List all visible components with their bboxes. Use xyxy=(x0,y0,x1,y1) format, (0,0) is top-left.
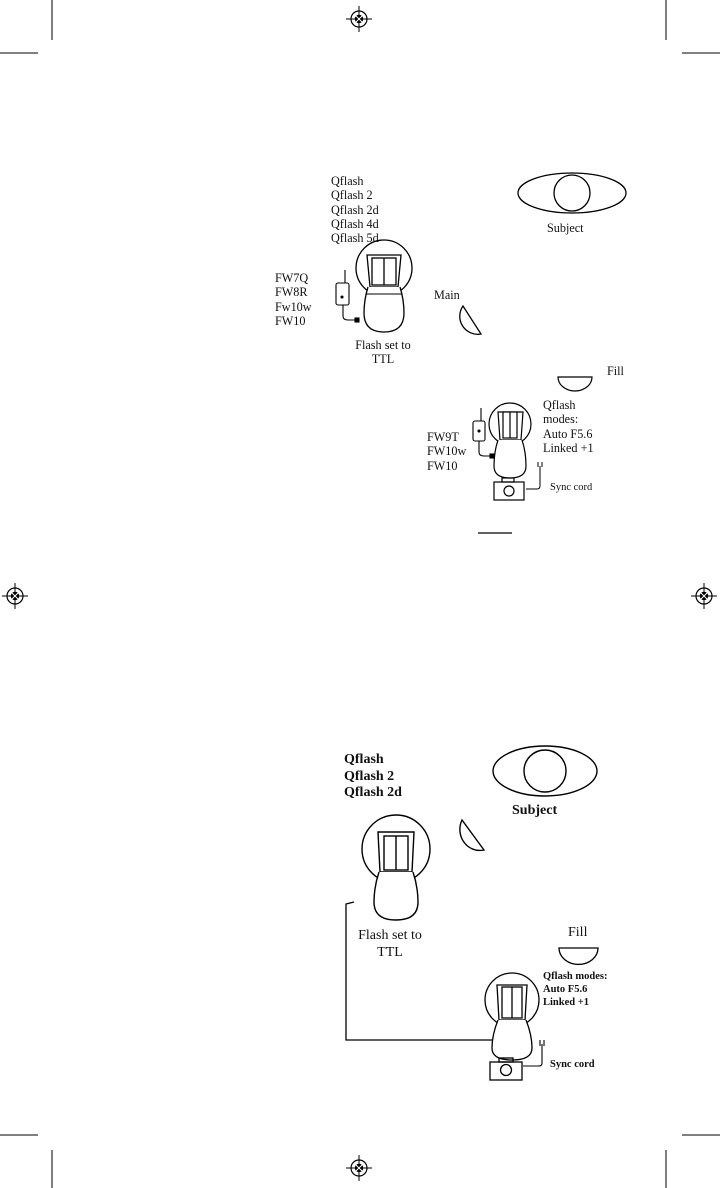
main-flash-icon-2 xyxy=(362,815,430,920)
fill-flash-icon xyxy=(489,403,531,478)
main-reflector-icon-2 xyxy=(460,820,484,850)
fill-flash-icon-2 xyxy=(485,973,539,1060)
sync-cord-label: Sync cord xyxy=(550,482,592,494)
flash-model: Qflash 2 xyxy=(331,188,379,202)
subject-icon-2 xyxy=(493,746,597,796)
fill-light-label-2: Fill xyxy=(568,925,587,942)
fill-modes-note: Qflash modes: Auto F5.6 Linked +1 xyxy=(543,398,594,455)
subject-label: Subject xyxy=(547,221,584,235)
main-flash-icon xyxy=(356,240,412,332)
fill-reflector-icon xyxy=(558,377,592,391)
registration-mark-top xyxy=(346,6,372,32)
main-reflector-icon xyxy=(460,306,481,334)
main-light-label: Main xyxy=(434,288,460,302)
fill-modes-note-2: Qflash modes: Auto F5.6 Linked +1 xyxy=(543,970,607,1009)
registration-mark-right xyxy=(691,583,717,609)
camera-icon-2 xyxy=(490,1058,522,1080)
flash-model: Qflash 4d xyxy=(331,217,379,231)
fill-reflector-icon-2 xyxy=(559,948,598,964)
receiver-model-list: FW7Q FW8R Fw10w FW10 xyxy=(275,271,312,328)
receiver-icon xyxy=(336,270,359,322)
flash-model-list: Qflash Qflash 2 Qflash 2d Qflash 4d Qfla… xyxy=(331,174,379,245)
receiver-model: FW7Q xyxy=(275,271,312,285)
transmitter-model-list: FW9T FW10w FW10 xyxy=(427,430,466,473)
registration-mark-bottom xyxy=(346,1155,372,1181)
receiver-model: FW8R xyxy=(275,285,312,299)
fill-light-label: Fill xyxy=(607,364,624,378)
registration-mark-left xyxy=(2,583,28,609)
receiver-model: Fw10w xyxy=(275,300,312,314)
receiver-model: FW10 xyxy=(275,314,312,328)
flash-setting-note-2: Flash set to TTL xyxy=(348,928,432,961)
flash-model: Qflash 2d xyxy=(331,203,379,217)
flash-model: Qflash xyxy=(331,174,379,188)
subject-label-2: Subject xyxy=(512,803,557,820)
connecting-cable xyxy=(346,902,492,1040)
sync-cord-line xyxy=(526,462,542,489)
subject-icon xyxy=(518,173,626,213)
sync-cord-label-2: Sync cord xyxy=(550,1059,595,1071)
flash-model-list-2: Qflash Qflash 2 Qflash 2d xyxy=(344,752,402,802)
flash-setting-note: Flash set to TTL xyxy=(340,338,426,367)
flash-model: Qflash 5d xyxy=(331,231,379,245)
camera-icon xyxy=(494,478,524,500)
